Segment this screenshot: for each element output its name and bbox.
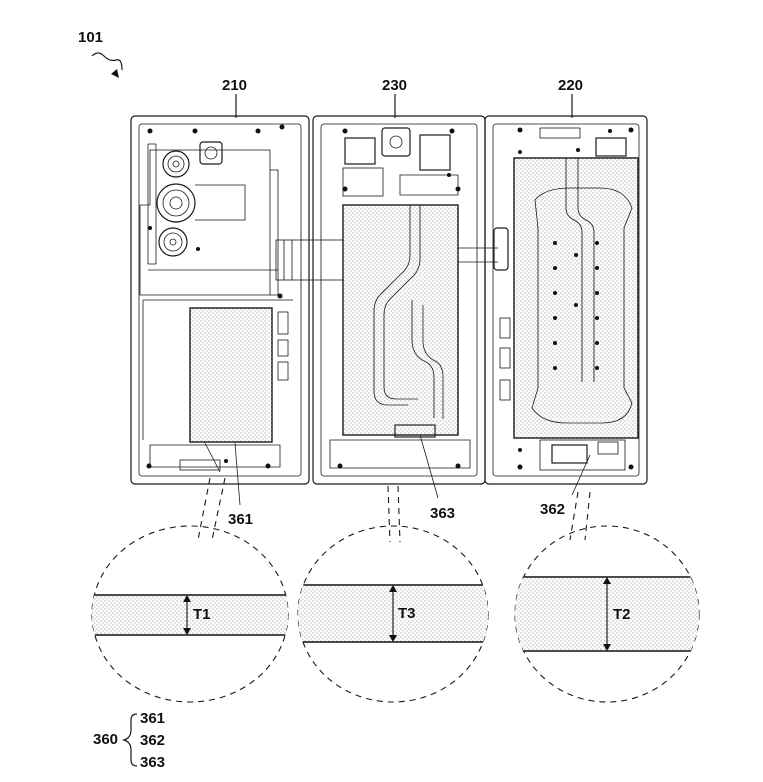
detail-circle-right: T2	[514, 525, 700, 703]
callout-center	[387, 485, 401, 543]
detail-circle-left: T1	[91, 525, 289, 703]
camera-module	[156, 141, 223, 257]
battery-label-362: 362	[540, 501, 565, 518]
group-label-360: 360	[93, 731, 118, 748]
group-brace	[121, 713, 138, 767]
device-ref-arrow	[91, 52, 123, 71]
battery-363	[342, 204, 459, 436]
housing-center	[312, 115, 486, 485]
housing-right	[484, 115, 648, 485]
thickness-label-t2: T2	[613, 606, 631, 623]
group-member-361: 361	[140, 710, 165, 727]
battery-362	[513, 157, 639, 439]
housing-label-right: 220	[558, 77, 583, 94]
cell-dots	[553, 241, 599, 370]
group-legend: 360 361 362 363	[93, 710, 165, 771]
battery-label-361: 361	[228, 511, 253, 528]
detail-circle-center: T3	[297, 525, 489, 703]
housing-label-left: 210	[222, 77, 247, 94]
housing-label-center: 230	[382, 77, 407, 94]
device-ref-label: 101	[78, 29, 103, 46]
thickness-label-t3: T3	[398, 605, 416, 622]
callout-left	[197, 477, 226, 541]
housing-left	[130, 115, 310, 485]
group-member-362: 362	[140, 732, 165, 749]
device-ref-arrowhead	[111, 69, 119, 78]
group-member-363: 363	[140, 754, 165, 771]
callout-right	[569, 491, 591, 541]
battery-label-363: 363	[430, 505, 455, 522]
battery-361	[189, 307, 273, 443]
thickness-label-t1: T1	[193, 606, 211, 623]
